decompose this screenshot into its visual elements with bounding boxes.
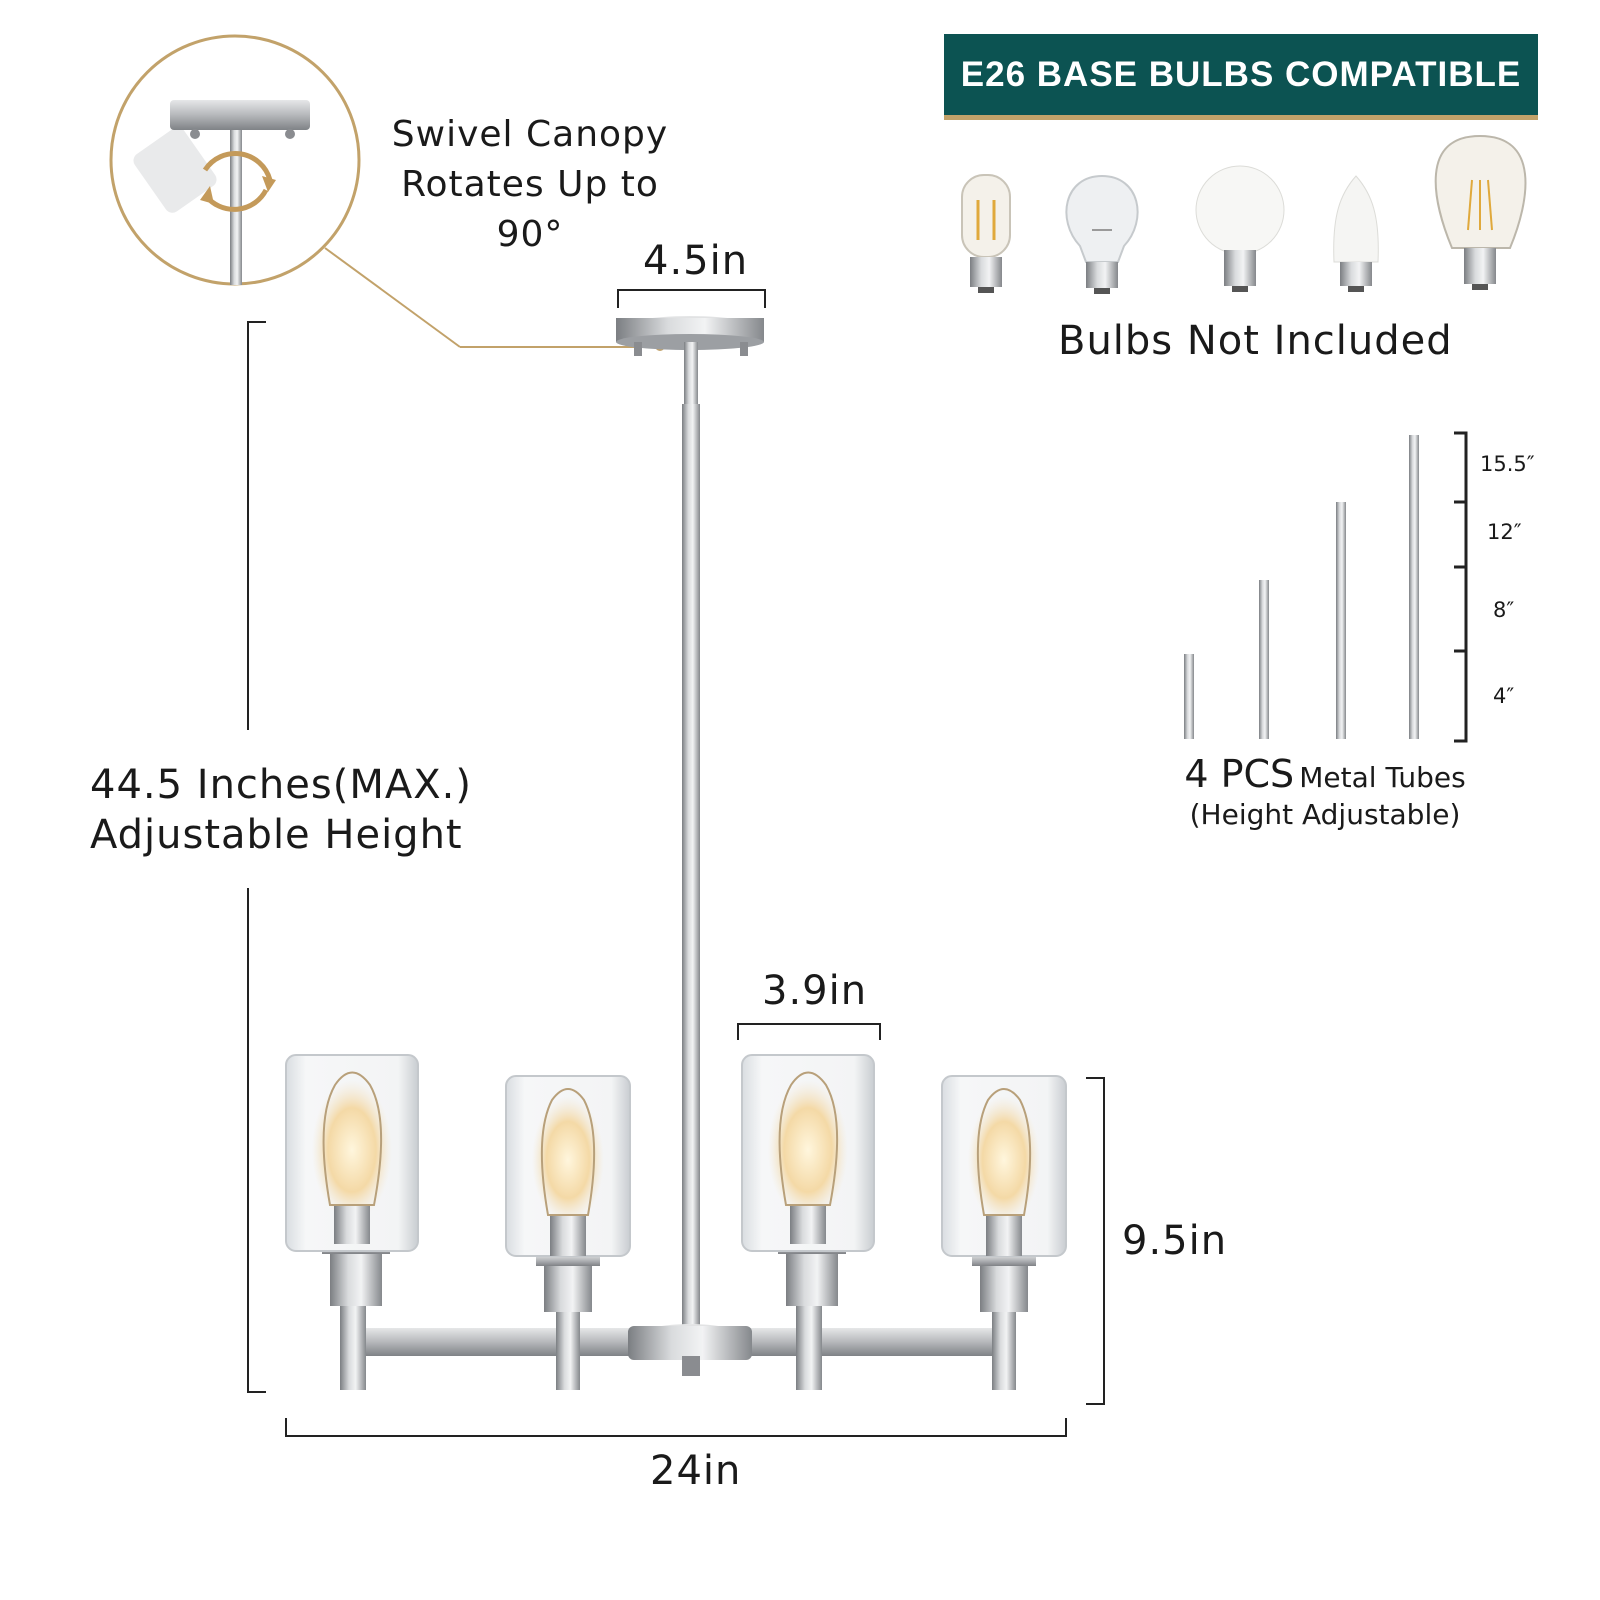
- swivel-canopy-label: Swivel Canopy Rotates Up to 90°: [370, 110, 690, 260]
- bulbs-not-included-note: Bulbs Not Included: [1058, 318, 1453, 364]
- tube-length-4: 4″: [1493, 684, 1515, 708]
- max-height-label: 44.5 Inches(MAX.) Adjustable Height: [90, 760, 472, 860]
- bulb-a19: [1065, 174, 1139, 294]
- bulb-globe: [1195, 165, 1285, 292]
- tubes-name: Metal Tubes: [1299, 761, 1466, 794]
- chandelier: [285, 316, 1067, 1390]
- fixture-width-bracket: [285, 1418, 1067, 1437]
- bulb-types: [961, 134, 1527, 294]
- bulb-compatibility-banner: E26 BASE BULBS COMPATIBLE: [944, 34, 1538, 120]
- fixture-height-label: 9.5in: [1122, 1218, 1228, 1264]
- bulb-candle: [1333, 175, 1379, 292]
- tube-scale: [1454, 431, 1468, 743]
- tube-length-1: 15.5″: [1480, 452, 1535, 476]
- banner-text: E26 BASE BULBS COMPATIBLE: [960, 54, 1522, 94]
- fixture-height-bracket: [1086, 1077, 1105, 1405]
- fixture-width-label: 24in: [650, 1448, 742, 1494]
- max-height-line-2: Adjustable Height: [90, 812, 463, 858]
- bulb-st64: [1434, 134, 1527, 290]
- canopy-width-bracket: [617, 289, 766, 308]
- tube-length-2: 12″: [1487, 520, 1522, 544]
- shade-width-label: 3.9in: [762, 968, 868, 1014]
- tubes-count: 4 PCS: [1184, 752, 1295, 796]
- tubes-subtitle: (Height Adjustable): [1189, 798, 1461, 831]
- swivel-line-2: Rotates Up to 90°: [401, 164, 659, 255]
- tube-length-3: 8″: [1493, 598, 1515, 622]
- max-height-bracket-bottom: [247, 888, 266, 1393]
- metal-tubes: [1184, 431, 1468, 743]
- bulb-tubular: [961, 174, 1011, 293]
- canopy-width-label: 4.5in: [643, 238, 749, 284]
- tubes-caption: 4 PCS Metal Tubes (Height Adjustable): [1140, 752, 1510, 831]
- shade-width-bracket: [737, 1023, 881, 1040]
- max-height-line-1: 44.5 Inches(MAX.): [90, 762, 472, 808]
- lamp-1: [285, 1054, 419, 1390]
- swivel-line-1: Swivel Canopy: [391, 114, 669, 155]
- max-height-bracket-top: [247, 321, 266, 730]
- lamp-4: [941, 1075, 1067, 1390]
- lamp-2: [505, 1075, 631, 1390]
- swivel-canopy-detail: [109, 34, 665, 351]
- lamp-3: [741, 1054, 875, 1390]
